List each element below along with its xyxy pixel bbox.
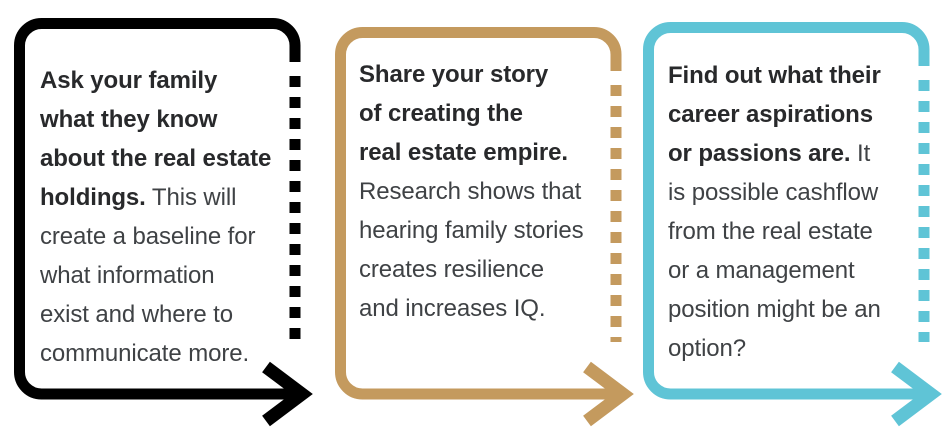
card-border-frame (335, 27, 634, 427)
arrow-right-icon (583, 361, 634, 427)
card-text: Share your story of creating the real es… (359, 55, 621, 328)
card-body-text: This will create a baseline for what inf… (40, 184, 256, 367)
card-career-aspirations: Find out what their career aspirations o… (643, 22, 942, 432)
card-body-text: Research shows that hearing family stori… (359, 178, 584, 322)
arrow-right-icon (891, 361, 942, 427)
card-share-your-story: Share your story of creating the real es… (335, 27, 637, 432)
arrow-right-icon (262, 361, 313, 427)
card-lead-text: Find out what their career aspirations o… (668, 62, 881, 167)
card-border-frame (14, 18, 313, 427)
card-lead-text: Ask your family what they know about the… (40, 67, 272, 211)
card-ask-your-family: Ask your family what they know about the… (14, 18, 316, 432)
card-outline (643, 22, 930, 400)
card-body-text: It is possible cashflow from the real es… (668, 140, 881, 362)
card-text: Find out what their career aspirations o… (668, 56, 930, 368)
card-border-frame (643, 22, 942, 427)
card-text: Ask your family what they know about the… (40, 61, 302, 373)
card-outline (14, 18, 301, 400)
card-lead-text: Share your story of creating the real es… (359, 61, 568, 166)
card-outline (335, 27, 622, 400)
